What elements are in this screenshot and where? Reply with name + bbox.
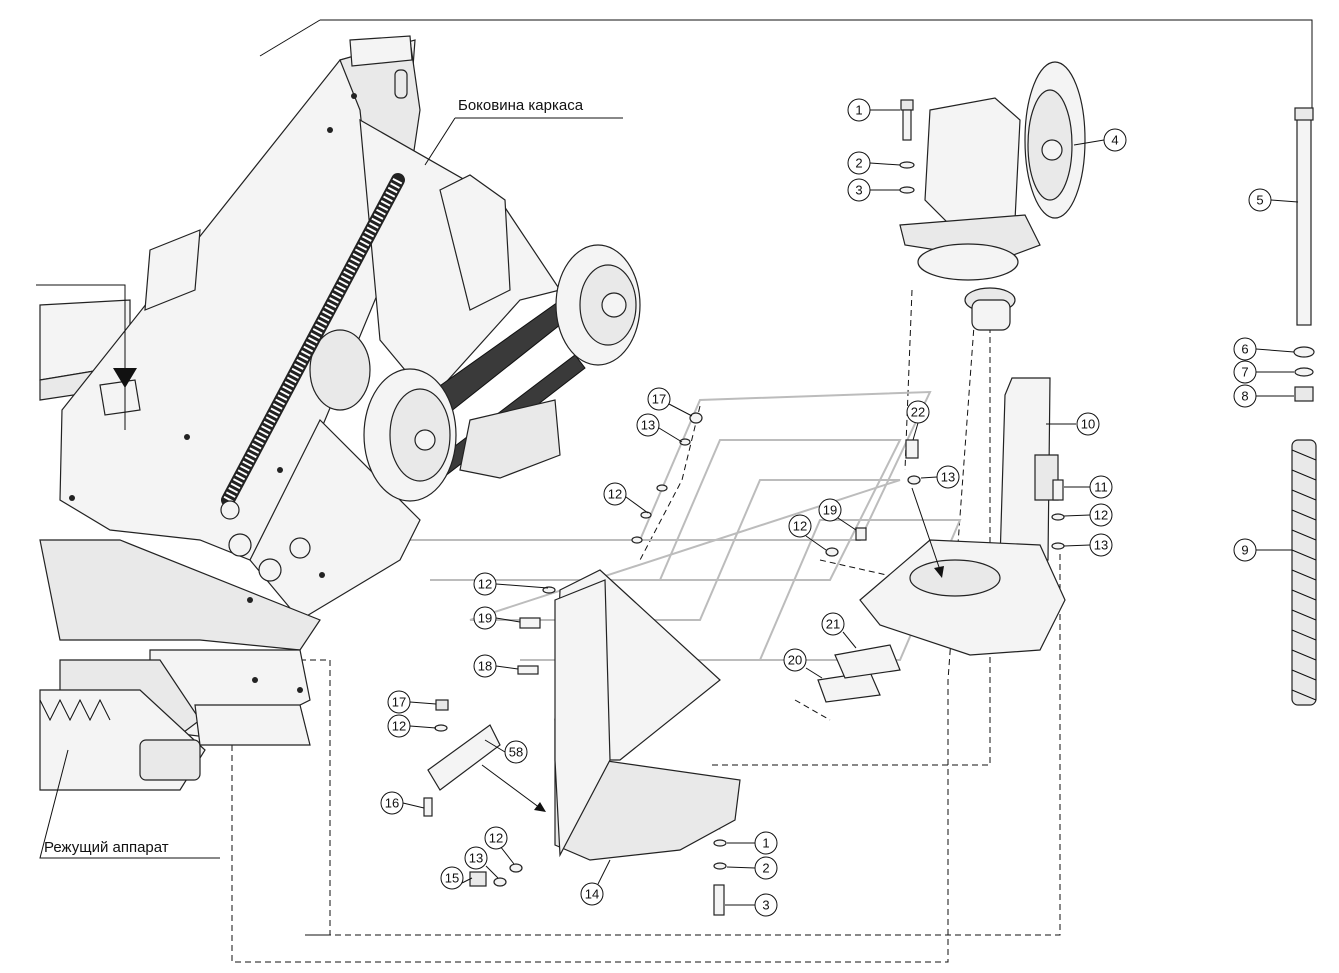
svg-text:7: 7: [1241, 365, 1248, 380]
cutter-bar-label: Режущий аппарат: [44, 839, 169, 856]
svg-text:12: 12: [793, 519, 807, 534]
svg-text:1: 1: [762, 836, 769, 851]
svg-text:13: 13: [641, 418, 655, 433]
support-bracket: [859, 377, 1066, 656]
frame-side-wall: [39, 35, 561, 781]
callout-13-upper: 13: [636, 413, 683, 443]
svg-text:16: 16: [385, 796, 399, 811]
svg-text:11: 11: [1094, 480, 1108, 495]
callout-13-mid: 13: [920, 465, 960, 489]
callouts: 1 2 3 4 5 6 7 8 9 10 11 12 13 17 13 12 2…: [380, 98, 1299, 917]
callout-2-bottom: 2: [726, 856, 778, 880]
callout-12-mid: 12: [788, 514, 827, 551]
callout-16: 16: [380, 791, 425, 815]
svg-text:13: 13: [1094, 538, 1108, 553]
callout-12-bottom: 12: [484, 826, 515, 865]
svg-text:3: 3: [762, 898, 769, 913]
svg-text:2: 2: [855, 156, 862, 171]
callout-21: 21: [821, 612, 857, 649]
gearbox-assembly: [899, 61, 1086, 331]
callout-8: 8: [1233, 384, 1294, 408]
callout-12-left: 12: [473, 572, 549, 596]
plate-58: [427, 724, 501, 791]
svg-text:12: 12: [478, 577, 492, 592]
bolt-top: [899, 99, 915, 194]
svg-text:19: 19: [478, 611, 492, 626]
mounting-plate: [554, 569, 741, 861]
callout-6: 6: [1233, 337, 1295, 361]
svg-text:13: 13: [941, 470, 955, 485]
callout-22: 22: [906, 400, 930, 441]
svg-text:58: 58: [509, 745, 523, 760]
callout-17-upper: 17: [647, 387, 693, 417]
svg-text:19: 19: [823, 503, 837, 518]
tension-spring: [220, 173, 405, 582]
callout-13-bottom: 13: [464, 846, 499, 879]
callout-58: 58: [484, 739, 528, 764]
svg-text:18: 18: [478, 659, 492, 674]
svg-text:15: 15: [445, 871, 459, 886]
svg-text:12: 12: [489, 831, 503, 846]
callout-13-right: 13: [1063, 533, 1113, 557]
callout-5: 5: [1248, 188, 1299, 212]
svg-text:8: 8: [1241, 389, 1248, 404]
svg-text:13: 13: [469, 851, 483, 866]
small-fasteners: [423, 412, 921, 916]
svg-text:21: 21: [826, 617, 840, 632]
svg-text:17: 17: [652, 392, 666, 407]
callout-4: 4: [1073, 128, 1127, 152]
callout-1-bottom: 1: [727, 831, 778, 855]
callout-7: 7: [1233, 360, 1294, 384]
svg-text:10: 10: [1081, 417, 1095, 432]
svg-text:12: 12: [1094, 508, 1108, 523]
svg-text:2: 2: [762, 861, 769, 876]
callout-19-left: 19: [473, 606, 521, 630]
svg-text:12: 12: [608, 487, 622, 502]
frame-arrow-head: [113, 368, 137, 388]
svg-text:12: 12: [392, 719, 406, 734]
callout-15: 15: [440, 866, 473, 890]
callout-17-lower: 17: [387, 690, 437, 714]
svg-text:4: 4: [1111, 133, 1118, 148]
callout-3-top: 3: [847, 178, 900, 202]
svg-text:5: 5: [1256, 193, 1263, 208]
callout-12-right: 12: [1063, 503, 1113, 527]
callout-12-upper: 12: [603, 482, 649, 514]
svg-text:1: 1: [855, 103, 862, 118]
callout-14: 14: [580, 859, 611, 906]
svg-text:3: 3: [855, 183, 862, 198]
shims: [817, 644, 901, 703]
svg-text:17: 17: [392, 695, 406, 710]
callout-19-mid: 19: [818, 498, 857, 531]
callout-10: 10: [1046, 412, 1100, 436]
assembly-arrows: [481, 487, 944, 812]
callout-20: 20: [783, 648, 823, 679]
callout-11: 11: [1064, 475, 1113, 499]
cutter-bar-unit: [39, 689, 311, 791]
callout-9: 9: [1233, 538, 1292, 562]
cutter-bar-leader: [39, 749, 220, 859]
pulley-drive: [363, 174, 641, 502]
callout-18: 18: [473, 654, 519, 678]
callout-2-top: 2: [847, 151, 901, 175]
frame-side-label: Боковина каркаса: [458, 97, 584, 114]
svg-text:20: 20: [788, 653, 802, 668]
svg-text:22: 22: [911, 405, 925, 420]
rod-and-spring: [1291, 107, 1317, 706]
svg-text:14: 14: [585, 887, 599, 902]
frame-side-leader-2: [424, 117, 456, 166]
svg-text:9: 9: [1241, 543, 1248, 558]
callout-1-top: 1: [847, 98, 900, 122]
callout-3-bottom: 3: [725, 893, 778, 917]
callout-12-lower: 12: [387, 714, 437, 738]
svg-text:6: 6: [1241, 342, 1248, 357]
